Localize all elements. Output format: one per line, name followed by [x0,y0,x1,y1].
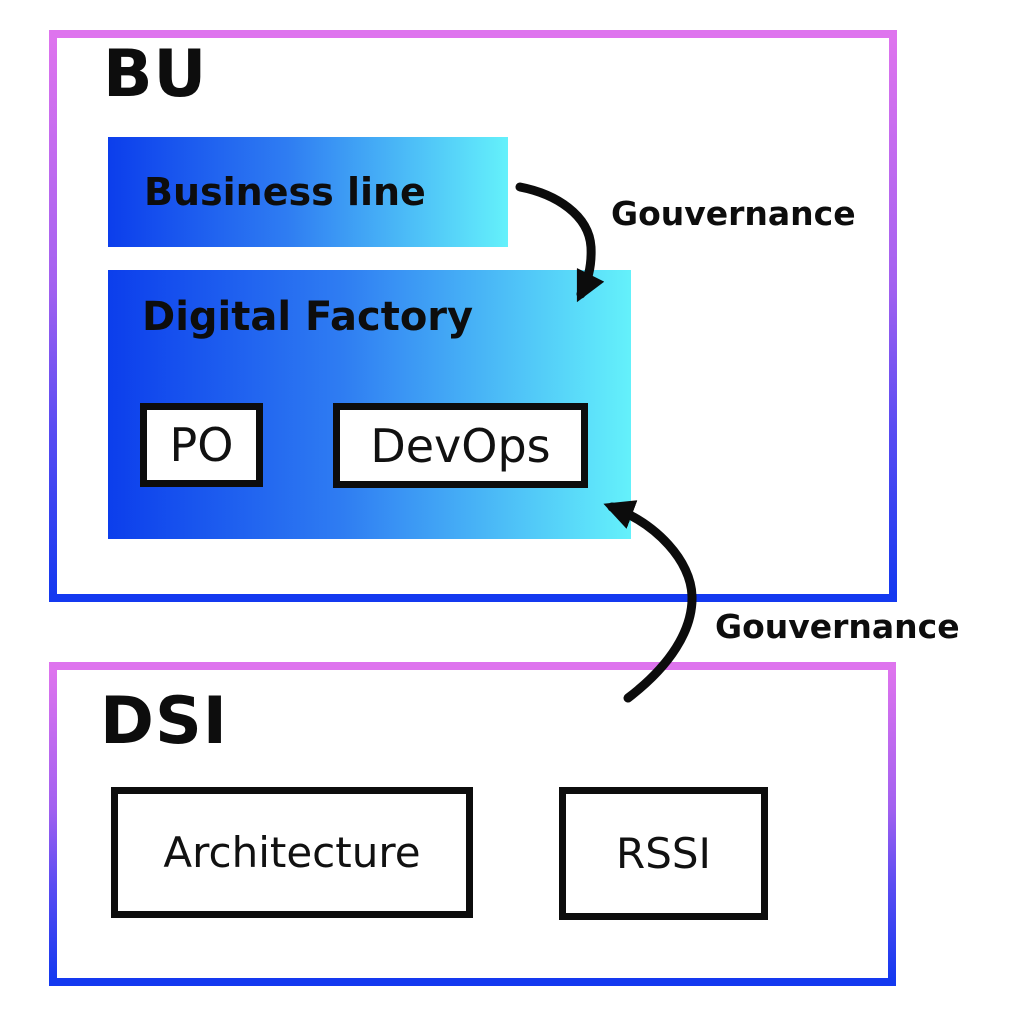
business-line-box: Business line [108,137,508,247]
governance-label-bottom: Gouvernance [715,607,960,646]
po-label: PO [169,418,234,472]
bu-title: BU [103,37,208,112]
devops-box: DevOps [333,403,588,488]
bu-container: BU Business line Digital Factory PO DevO… [49,30,897,602]
rssi-box: RSSI [559,787,768,920]
digital-factory-box: Digital Factory PO DevOps [108,270,631,539]
dsi-title: DSI [100,684,228,759]
business-line-label: Business line [144,170,426,214]
devops-label: DevOps [370,418,551,473]
po-box: PO [140,403,263,487]
dsi-container: DSI Architecture RSSI [49,662,896,986]
architecture-label: Architecture [163,828,421,877]
governance-label-top: Gouvernance [611,194,856,233]
digital-factory-label: Digital Factory [142,294,474,340]
architecture-box: Architecture [111,787,473,918]
rssi-label: RSSI [616,829,711,878]
